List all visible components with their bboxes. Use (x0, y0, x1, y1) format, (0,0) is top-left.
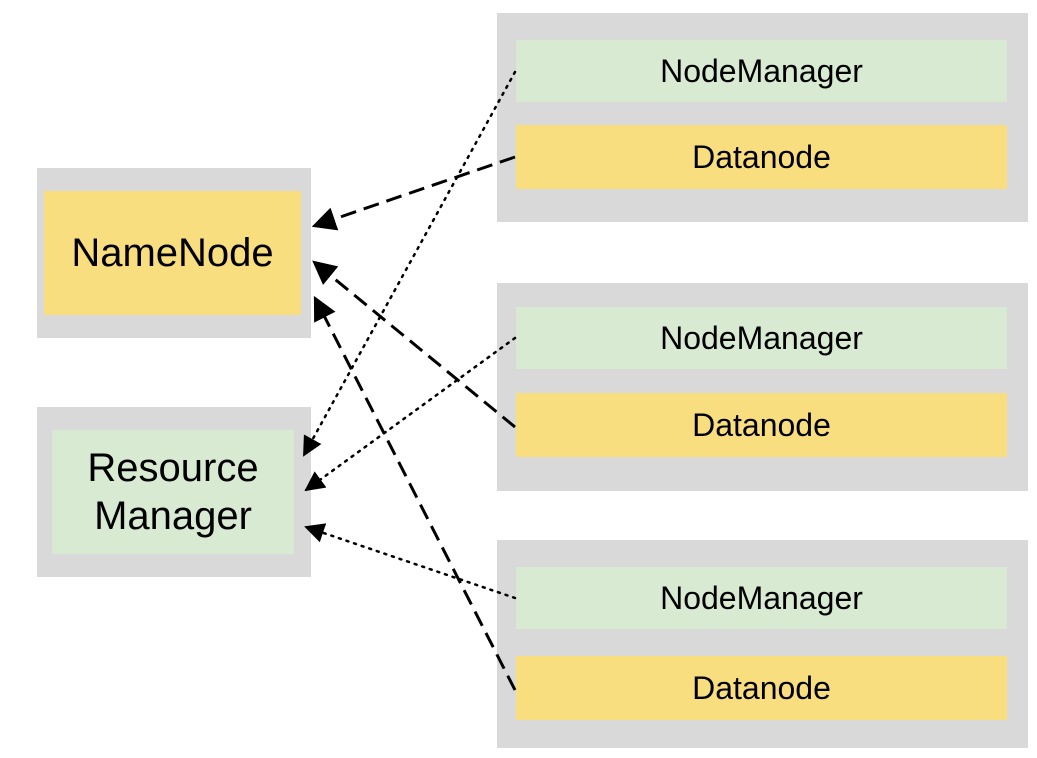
datanode-label-1: Datanode (692, 138, 831, 175)
datanode-label-3: Datanode (692, 669, 831, 706)
arrow-nodemanager3-to-resource-manager (304, 523, 517, 600)
nodemanager-box-1: NodeManager (516, 40, 1007, 102)
arrow-datanode2-to-namenode (312, 260, 516, 429)
nodemanager-label-1: NodeManager (660, 52, 863, 89)
datanode-box-2: Datanode (516, 393, 1007, 457)
nodemanager-label-3: NodeManager (660, 579, 863, 616)
namenode-box: NameNode (44, 191, 301, 315)
namenode-label: NameNode (71, 231, 274, 275)
resource-manager-label-line1: Resource (87, 446, 259, 490)
resource-manager-label-line2: Manager (94, 494, 252, 538)
arrow-nodemanager2-to-resource-manager (304, 336, 517, 492)
arrow-datanode1-to-namenode (311, 155, 516, 231)
datanode-box-1: Datanode (516, 125, 1007, 189)
datanode-box-3: Datanode (516, 656, 1007, 720)
nodemanager-label-2: NodeManager (660, 319, 863, 356)
arrow-nodemanager1-to-resource-manager (302, 70, 517, 457)
resource-manager-box: Resource Manager (52, 430, 294, 554)
arrow-datanode3-to-namenode (313, 295, 517, 691)
nodemanager-box-3: NodeManager (516, 567, 1007, 629)
nodemanager-box-2: NodeManager (516, 307, 1007, 369)
datanode-label-2: Datanode (692, 406, 831, 443)
